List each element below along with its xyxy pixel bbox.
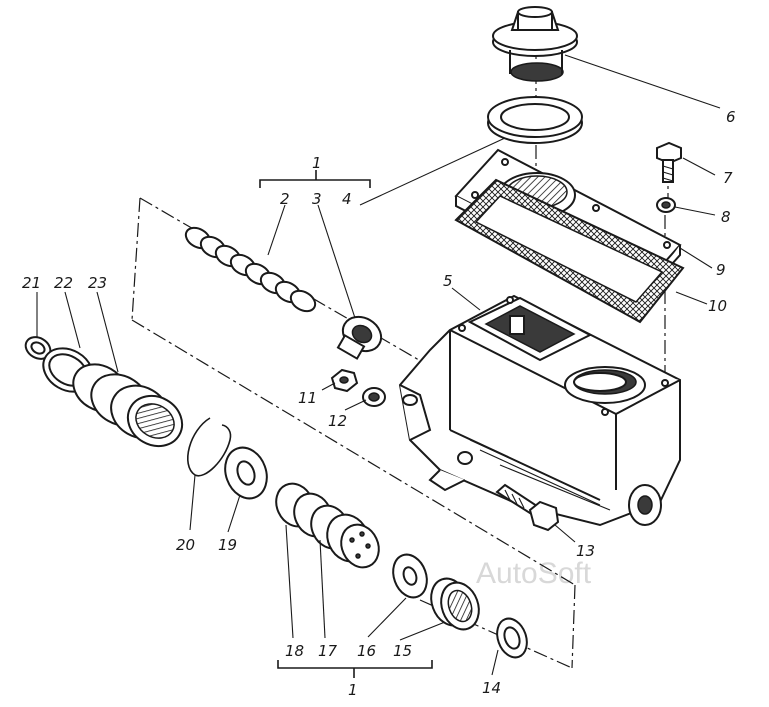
callout-2: 2 [280,190,290,208]
watermark-text: AutoSoft [476,557,592,590]
callout-4: 4 [342,190,352,208]
circlip-part-20 [186,417,232,477]
mount-bolt-part-13 [495,483,560,532]
callout-8: 8 [721,208,731,226]
callout-7: 7 [723,169,733,187]
nut-part-11 [330,368,359,393]
callout-23: 23 [88,274,107,292]
callout-11: 11 [298,389,317,407]
callout-17: 17 [318,642,338,660]
callout-3: 3 [312,190,322,208]
callout-1-bottom: 1 [348,681,358,699]
washer-part-19 [224,446,268,500]
callout-13: 13 [576,542,595,560]
callout-9: 9 [716,261,726,279]
cylinder-body-part-5 [398,294,681,527]
washer-part-12 [362,387,386,407]
callouts: 1 2 3 4 5 6 7 8 9 10 11 12 13 14 15 16 1… [22,108,736,699]
valve-part-3 [336,315,383,360]
seal-part-15 [430,577,480,631]
callout-5: 5 [443,272,453,290]
callout-19: 19 [218,536,237,554]
cap-gasket-part-4 [487,96,583,144]
piston-part-18-17 [275,482,380,569]
spring-part-2 [184,226,317,313]
cover-gasket-part-10 [454,178,685,324]
filler-cap-part-6 [492,6,578,82]
boot-part-23 [72,363,184,448]
leader-lines [36,54,721,678]
callout-6: 6 [726,108,736,126]
ring-part-21 [24,336,52,360]
callout-22: 22 [54,274,73,292]
washer-part-8 [656,197,676,213]
callout-15: 15 [393,642,412,660]
washer-part-16 [392,553,428,599]
callout-21: 21 [22,274,41,292]
callout-14: 14 [482,679,501,697]
callout-18: 18 [285,642,304,660]
bolt-part-7 [656,141,682,183]
snap-ring-part-14 [496,617,528,659]
callout-1-top: 1 [312,154,322,172]
callout-16: 16 [357,642,376,660]
callout-10: 10 [708,297,727,315]
callout-20: 20 [176,536,195,554]
callout-12: 12 [328,412,347,430]
